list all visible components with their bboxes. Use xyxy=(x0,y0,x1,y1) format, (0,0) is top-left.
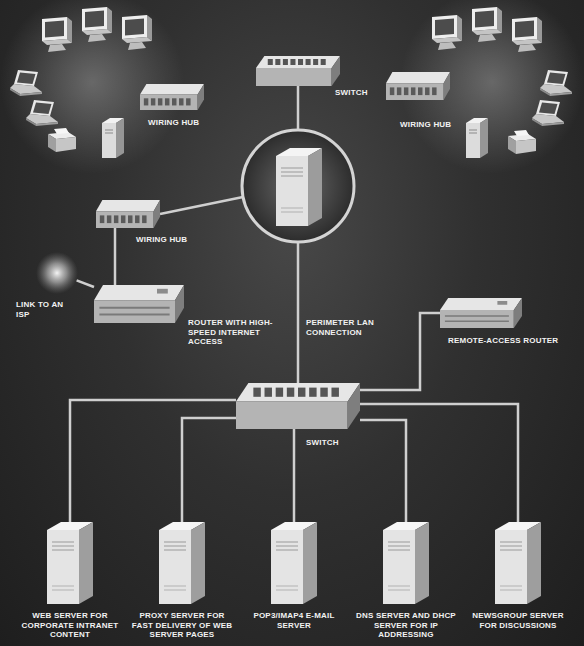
network-device: SWITCH xyxy=(236,383,360,429)
server-shape xyxy=(159,522,205,604)
switch-shape xyxy=(256,56,340,86)
hub-shape xyxy=(386,72,450,100)
isp-link: LINK TO AN ISP xyxy=(36,252,78,294)
device-label: SWITCH xyxy=(306,438,366,448)
network-device: WIRING HUB xyxy=(386,72,450,100)
server-device: WEB SERVER FOR CORPORATE INTRANET CONTEN… xyxy=(47,522,93,604)
device-label: DNS SERVER AND DHCP SERVER FOR IP ADDRES… xyxy=(354,611,458,640)
network-link xyxy=(70,400,236,522)
printer xyxy=(48,128,76,152)
laptop xyxy=(26,100,58,126)
wire xyxy=(297,86,300,130)
perimeter-wire xyxy=(297,242,300,383)
device-label: WIRING HUB xyxy=(148,118,228,128)
server-shape xyxy=(383,522,429,604)
network-device: REMOTE-ACCESS ROUTER xyxy=(440,298,522,328)
printer xyxy=(508,130,536,154)
server-device: PROXY SERVER FOR FAST DELIVERY OF WEB SE… xyxy=(159,522,205,604)
server-ring xyxy=(242,130,354,242)
network-link xyxy=(114,228,117,285)
network-device: WIRING HUB xyxy=(140,84,204,110)
network-link xyxy=(293,429,296,522)
switch-shape xyxy=(236,383,360,429)
tower-pc xyxy=(102,118,124,158)
hub-shape xyxy=(96,200,160,228)
globe-shape xyxy=(36,252,78,294)
device-label: ROUTER WITH HIGH-SPEED INTERNET ACCESS xyxy=(188,318,284,347)
router-shape xyxy=(94,285,184,323)
network-link xyxy=(360,420,406,522)
workstation xyxy=(42,17,72,52)
server-device: POP3/IMAP4 E-MAIL SERVER xyxy=(271,522,317,604)
network-link xyxy=(77,280,94,287)
device-label: WIRING HUB xyxy=(400,120,480,130)
device-label: WEB SERVER FOR CORPORATE INTRANET CONTEN… xyxy=(18,611,122,640)
tower-pc xyxy=(466,118,488,158)
workstation xyxy=(122,15,152,50)
network-device: SWITCH xyxy=(256,56,340,86)
device-label: POP3/IMAP4 E-MAIL SERVER xyxy=(242,611,346,630)
device-label: WIRING HUB xyxy=(136,235,216,245)
network-link xyxy=(182,418,236,522)
laptop xyxy=(532,100,564,126)
workstation xyxy=(472,7,502,42)
hub-shape xyxy=(140,84,204,110)
network-device: WIRING HUB xyxy=(96,200,160,228)
workstation xyxy=(512,17,542,52)
connection-label: PERIMETER LAN CONNECTION xyxy=(306,318,390,337)
workstation xyxy=(432,15,462,50)
device-label: PROXY SERVER FOR FAST DELIVERY OF WEB SE… xyxy=(130,611,234,640)
router-shape xyxy=(440,298,522,328)
server-shape xyxy=(271,522,317,604)
laptop xyxy=(540,70,572,96)
central-server xyxy=(276,148,322,226)
network-device: ROUTER WITH HIGH-SPEED INTERNET ACCESS xyxy=(94,285,184,323)
server-device: DNS SERVER AND DHCP SERVER FOR IP ADDRES… xyxy=(383,522,429,604)
device-label: LINK TO AN ISP xyxy=(16,300,70,319)
server-shape xyxy=(495,522,541,604)
wire xyxy=(160,197,243,214)
server-shape xyxy=(47,522,93,604)
laptop xyxy=(10,70,42,96)
device-label: REMOTE-ACCESS ROUTER xyxy=(448,336,578,346)
server-device: NEWSGROUP SERVER FOR DISCUSSIONS xyxy=(495,522,541,604)
network-link xyxy=(360,404,518,522)
device-label: NEWSGROUP SERVER FOR DISCUSSIONS xyxy=(466,611,570,630)
workstation xyxy=(82,7,112,42)
